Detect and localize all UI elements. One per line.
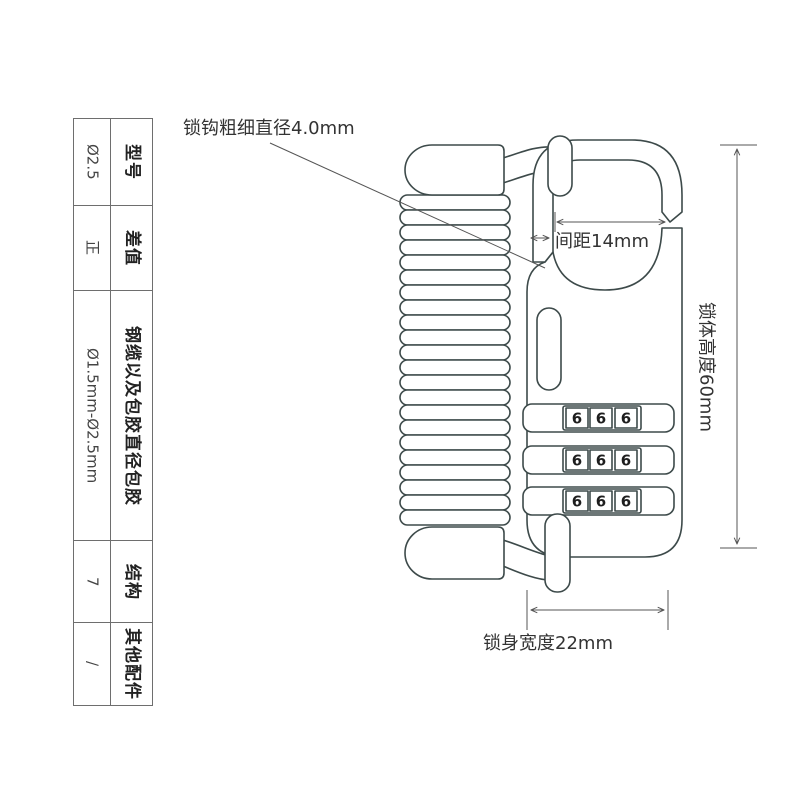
cable-coil — [399, 359, 511, 376]
dial-wheel — [614, 449, 638, 471]
cable-coil — [399, 194, 511, 211]
spec-value-cell: / — [74, 623, 111, 705]
spec-header-cell: 结构 — [111, 541, 152, 622]
spec-table: Ø2.5 型号 正 差值 Ø1.5mm-Ø2.5mm 钢缆以及包胶直径包胶 7 … — [73, 118, 153, 706]
spec-value-cable-diameter: Ø1.5mm-Ø2.5mm — [83, 347, 102, 484]
cable-coil — [399, 284, 511, 301]
dial-digit: 6 — [621, 410, 631, 428]
dial-row: 6 6 6 — [522, 403, 675, 433]
cable-coil — [399, 404, 511, 421]
cable-coil — [399, 389, 511, 406]
cable-coil — [399, 344, 511, 361]
dial-digit: 6 — [621, 452, 631, 470]
dial-wheel — [614, 490, 638, 512]
spec-value-model: Ø2.5 — [83, 144, 102, 180]
cable-end-cap-bottom — [404, 526, 505, 580]
spec-header-structure: 结构 — [122, 563, 142, 600]
dial-digit: 6 — [572, 452, 582, 470]
cable-coil — [399, 269, 511, 286]
cable-coil — [399, 239, 511, 256]
spec-value-accessories: / — [83, 661, 102, 667]
body-height-label: 锁体高度60mm — [696, 302, 717, 432]
dial-wheel — [614, 407, 638, 429]
body-width-label: 锁身宽度22mm — [483, 633, 613, 654]
spec-value-cell: 7 — [74, 541, 111, 622]
spec-value-structure: 7 — [83, 576, 102, 587]
cable-coil — [399, 449, 511, 466]
spec-header-cell: 型号 — [111, 119, 152, 205]
combination-lock: 6 6 6 6 6 6 6 6 6 — [522, 135, 683, 593]
cable-end-cap-top — [404, 144, 505, 196]
cable-clip-top — [547, 135, 573, 197]
spec-header-cell: 其他配件 — [111, 623, 152, 705]
dial-digit: 6 — [596, 410, 606, 428]
dial-row: 6 6 6 — [522, 445, 675, 475]
dial-wheel — [589, 407, 613, 429]
dial-wheel — [589, 449, 613, 471]
dial-wheel — [565, 449, 589, 471]
cable-coil — [399, 479, 511, 496]
dial-digit: 6 — [596, 493, 606, 511]
dial-digit: 6 — [572, 410, 582, 428]
spec-header-cell: 钢缆以及包胶直径包胶 — [111, 291, 152, 540]
spec-header-cell: 差值 — [111, 206, 152, 290]
cable-coil — [399, 254, 511, 271]
spec-row-tolerance: 正 差值 — [74, 206, 152, 291]
spec-header-model: 型号 — [122, 144, 142, 180]
dial-wheel — [565, 407, 589, 429]
dial-wheel — [565, 490, 589, 512]
dial-digit: 6 — [596, 452, 606, 470]
cable-coil — [399, 494, 511, 511]
cable-coil — [399, 419, 511, 436]
body-recess — [536, 307, 562, 391]
spec-value-cell: Ø2.5 — [74, 119, 111, 205]
spec-row-model: Ø2.5 型号 — [74, 119, 152, 206]
spec-row-cable-diameter: Ø1.5mm-Ø2.5mm 钢缆以及包胶直径包胶 — [74, 291, 152, 541]
cable-coil — [399, 314, 511, 331]
dial-digit: 6 — [621, 493, 631, 511]
spec-row-structure: 7 结构 — [74, 541, 152, 623]
spec-header-cable-diameter: 钢缆以及包胶直径包胶 — [122, 325, 142, 506]
spec-header-tolerance: 差值 — [122, 230, 142, 266]
shackle-diameter-label: 锁钩粗细直径4.0mm — [183, 118, 355, 139]
cable-wire-bottom — [502, 565, 551, 581]
spec-value-tolerance: 正 — [83, 240, 102, 256]
cable-coil — [399, 434, 511, 451]
gap-label: 间距14mm — [555, 231, 649, 252]
spec-value-cell: 正 — [74, 206, 111, 290]
cable-coils — [399, 194, 511, 526]
cable-clip-bottom — [544, 513, 571, 593]
cable-coil — [399, 464, 511, 481]
cable-coil — [399, 209, 511, 226]
dial-digit: 6 — [572, 493, 582, 511]
coiled-cable — [399, 144, 553, 581]
dial-row: 6 6 6 — [522, 486, 675, 516]
dial-wheel — [589, 490, 613, 512]
annotations: 锁钩粗细直径4.0mm 间距14mm 锁体高度60mm 锁身宽度22mm — [183, 118, 757, 654]
spec-header-accessories: 其他配件 — [122, 628, 142, 700]
cable-coil — [399, 374, 511, 391]
cable-coil — [399, 509, 511, 526]
cable-coil — [399, 299, 511, 316]
shackle-diameter-leader-line — [269, 142, 546, 269]
spec-value-cell: Ø1.5mm-Ø2.5mm — [74, 291, 111, 540]
spec-row-accessories: / 其他配件 — [74, 623, 152, 705]
cable-coil — [399, 329, 511, 346]
